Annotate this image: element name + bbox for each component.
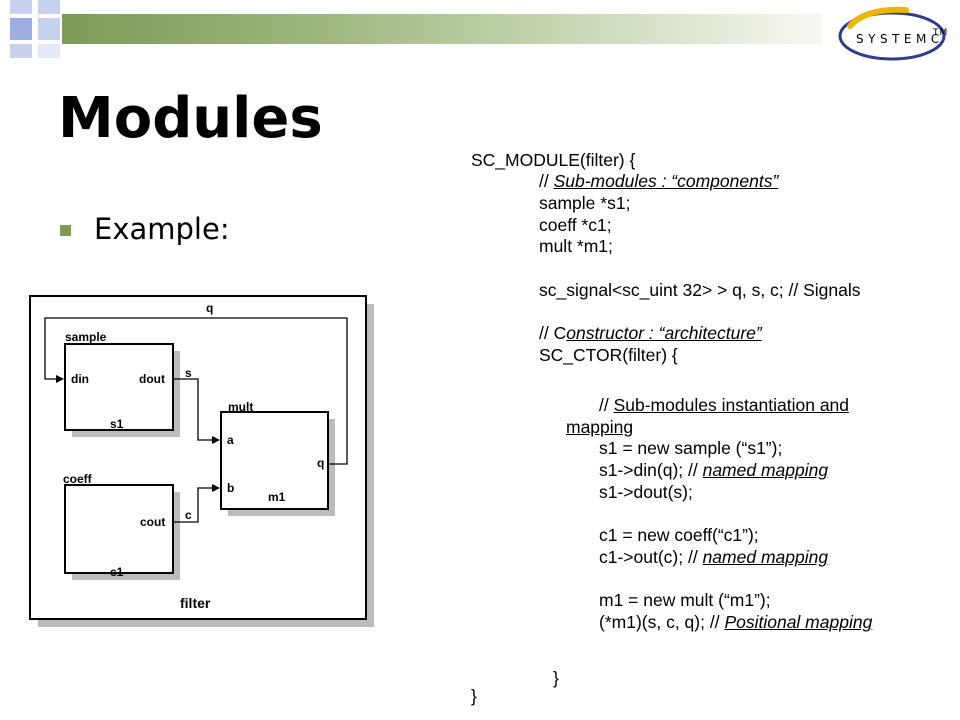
- code-line: c1 = new coeff(“c1”);: [599, 525, 759, 545]
- mult-type-label: mult: [228, 400, 253, 414]
- code-line: coeff *c1;: [539, 215, 612, 235]
- code-text: (*m1)(s, c, q); //: [599, 612, 725, 632]
- code-line: s1->din(q); // named mapping: [599, 460, 828, 482]
- code-comment-underlined: Sub-modules : “components”: [553, 171, 779, 191]
- decor-square: [38, 18, 60, 40]
- code-text: //: [599, 395, 614, 415]
- code-line: // Sub-modules instantiation and: [599, 395, 849, 417]
- code-line: }: [471, 686, 477, 706]
- code-comment-underlined: Positional mapping: [724, 612, 873, 632]
- code-line: mapping: [566, 417, 634, 437]
- bullet-marker: [60, 225, 71, 236]
- code-line: }: [553, 668, 559, 688]
- code-line: // Constructor : “architecture”: [539, 323, 762, 345]
- c-signal-label: c: [185, 508, 192, 522]
- code-comment-underlined: named mapping: [702, 547, 829, 567]
- mult-box: [220, 411, 329, 510]
- s-signal-label: s: [185, 366, 192, 380]
- filter-label: filter: [180, 595, 211, 611]
- c-wire: [173, 484, 220, 523]
- code-comment-underlined: onstructor : “architecture”: [566, 323, 762, 343]
- dout-port-label: dout: [139, 372, 165, 386]
- decor-square: [10, 18, 32, 40]
- code-line: SC_CTOR(filter) {: [539, 345, 678, 365]
- q-signal-label: q: [206, 301, 213, 315]
- q-wire: [44, 317, 348, 465]
- s-wire: [173, 378, 220, 444]
- code-line: c1->out(c); // named mapping: [599, 547, 828, 569]
- code-line: m1 = new mult (“m1”);: [599, 590, 771, 610]
- code-line: s1->dout(s);: [599, 482, 693, 502]
- sample-type-label: sample: [65, 330, 107, 344]
- header-gradient-bar: [62, 14, 822, 44]
- decor-square: [10, 44, 32, 58]
- din-port-label: din: [71, 372, 89, 386]
- sample-box: [64, 343, 174, 431]
- a-port-label: a: [227, 433, 234, 447]
- slide-title: Modules: [58, 86, 323, 151]
- coeff-box: [64, 484, 174, 574]
- code-line: // Sub-modules : “components”: [539, 171, 778, 193]
- code-line: sample *s1;: [539, 193, 631, 213]
- code-line: (*m1)(s, c, q); // Positional mapping: [599, 612, 872, 634]
- logo-text: SYSTEMC: [856, 32, 944, 46]
- code-text: //: [539, 171, 554, 191]
- c1-instance-label: c1: [110, 565, 124, 579]
- systemc-logo: SYSTEMC TM: [838, 6, 948, 61]
- mult-q-port-label: q: [317, 456, 324, 470]
- coeff-type-label: coeff: [63, 472, 93, 486]
- code-comment-underlined: Sub-modules instantiation and: [613, 395, 850, 415]
- m1-instance-label: m1: [268, 490, 286, 504]
- bullet-text: Example:: [94, 212, 230, 246]
- code-line: s1 = new sample (“s1”);: [599, 438, 783, 458]
- code-line: mult *m1;: [539, 236, 613, 256]
- code-text: c1->out(c); //: [599, 547, 703, 567]
- b-port-label: b: [227, 481, 234, 495]
- s1-instance-label: s1: [110, 417, 124, 431]
- cout-port-label: cout: [140, 515, 165, 529]
- logo-tm: TM: [932, 28, 948, 38]
- filter-diagram: q sample din dout s1 s mult a q b m1 coe…: [29, 295, 374, 627]
- decor-square: [10, 0, 32, 14]
- code-text: s1->din(q); //: [599, 460, 703, 480]
- decor-square: [38, 0, 60, 14]
- decor-square: [38, 44, 60, 58]
- code-line: SC_MODULE(filter) {: [471, 150, 636, 170]
- code-line: sc_signal<sc_uint 32> > q, s, c; // Sign…: [539, 280, 861, 300]
- code-comment-underlined: named mapping: [702, 460, 829, 480]
- code-text: // C: [539, 323, 567, 343]
